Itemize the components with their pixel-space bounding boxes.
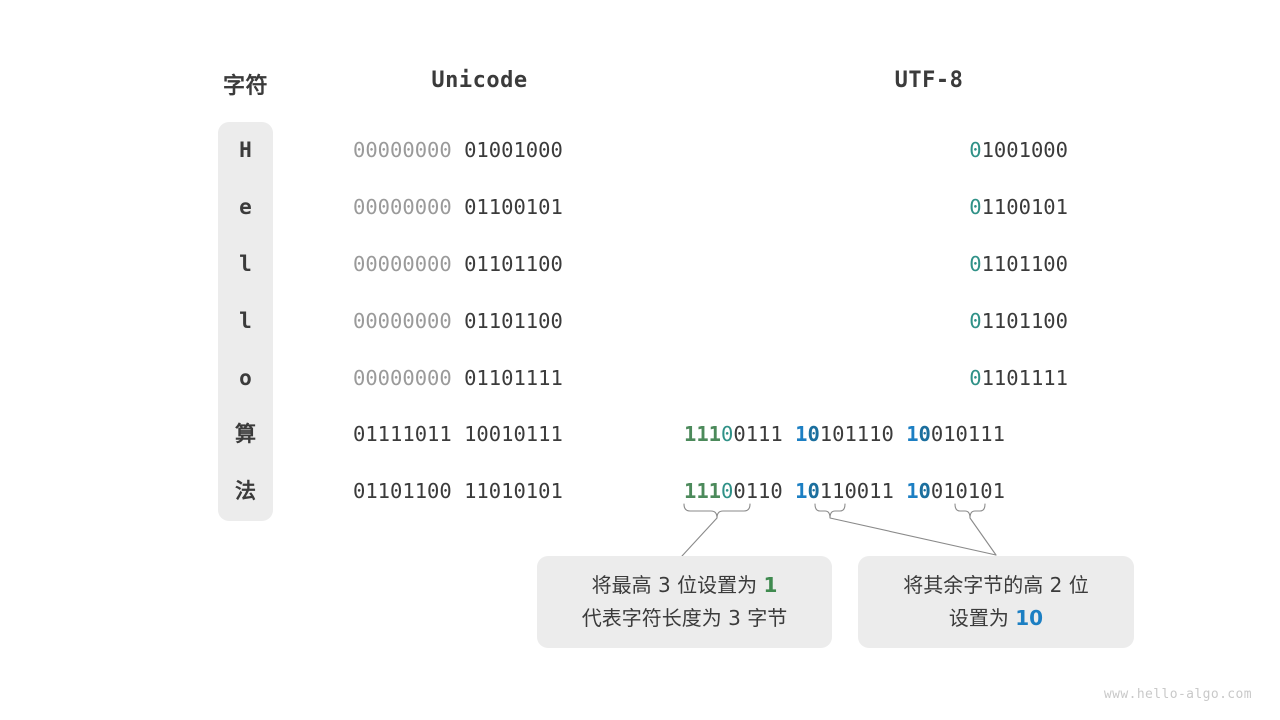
utf8-bits-multibyte: 11100110 10110011 10010101 xyxy=(684,479,1005,503)
character-cell: e xyxy=(239,195,252,219)
callout-high-bits: 将最高 3 位设置为 1 代表字符长度为 3 字节 xyxy=(537,556,832,648)
utf8-bits-multibyte: 11100111 10101110 10010111 xyxy=(684,422,1005,446)
character-column-panel xyxy=(218,122,273,521)
utf8-bits: 01101100 xyxy=(969,309,1068,333)
character-cell: H xyxy=(239,138,252,162)
callout-line: 代表字符长度为 3 字节 xyxy=(581,606,788,630)
utf8-bits: 01101100 xyxy=(969,252,1068,276)
character-cell: 算 xyxy=(235,422,256,446)
callout-continuation-bits: 将其余字节的高 2 位 设置为 10 xyxy=(858,556,1134,648)
unicode-bits: 00000000 01101100 xyxy=(353,309,563,333)
unicode-bits: 00000000 01101100 xyxy=(353,252,563,276)
callout-line: 设置为 10 xyxy=(948,606,1044,630)
unicode-bits: 00000000 01100101 xyxy=(353,195,563,219)
utf8-bits: 01100101 xyxy=(969,195,1068,219)
unicode-bits: 01111011 10010111 xyxy=(353,422,563,446)
callout-line: 将其余字节的高 2 位 xyxy=(903,573,1089,597)
character-cell: l xyxy=(239,309,252,333)
unicode-bits: 00000000 01101111 xyxy=(353,366,563,390)
column-header-utf8: UTF-8 xyxy=(894,68,964,93)
column-header-unicode: Unicode xyxy=(431,68,528,93)
unicode-bits: 01101100 11010101 xyxy=(353,479,563,503)
unicode-bits: 00000000 01001000 xyxy=(353,138,563,162)
utf8-bits: 01101111 xyxy=(969,366,1068,390)
column-header-character: 字符 xyxy=(222,74,268,99)
character-cell: o xyxy=(239,366,252,390)
utf8-bits: 01001000 xyxy=(969,138,1068,162)
character-cell: 法 xyxy=(235,479,256,503)
character-cell: l xyxy=(239,252,252,276)
callout-line: 将最高 3 位设置为 1 xyxy=(591,573,778,597)
watermark: www.hello-algo.com xyxy=(1103,687,1252,702)
